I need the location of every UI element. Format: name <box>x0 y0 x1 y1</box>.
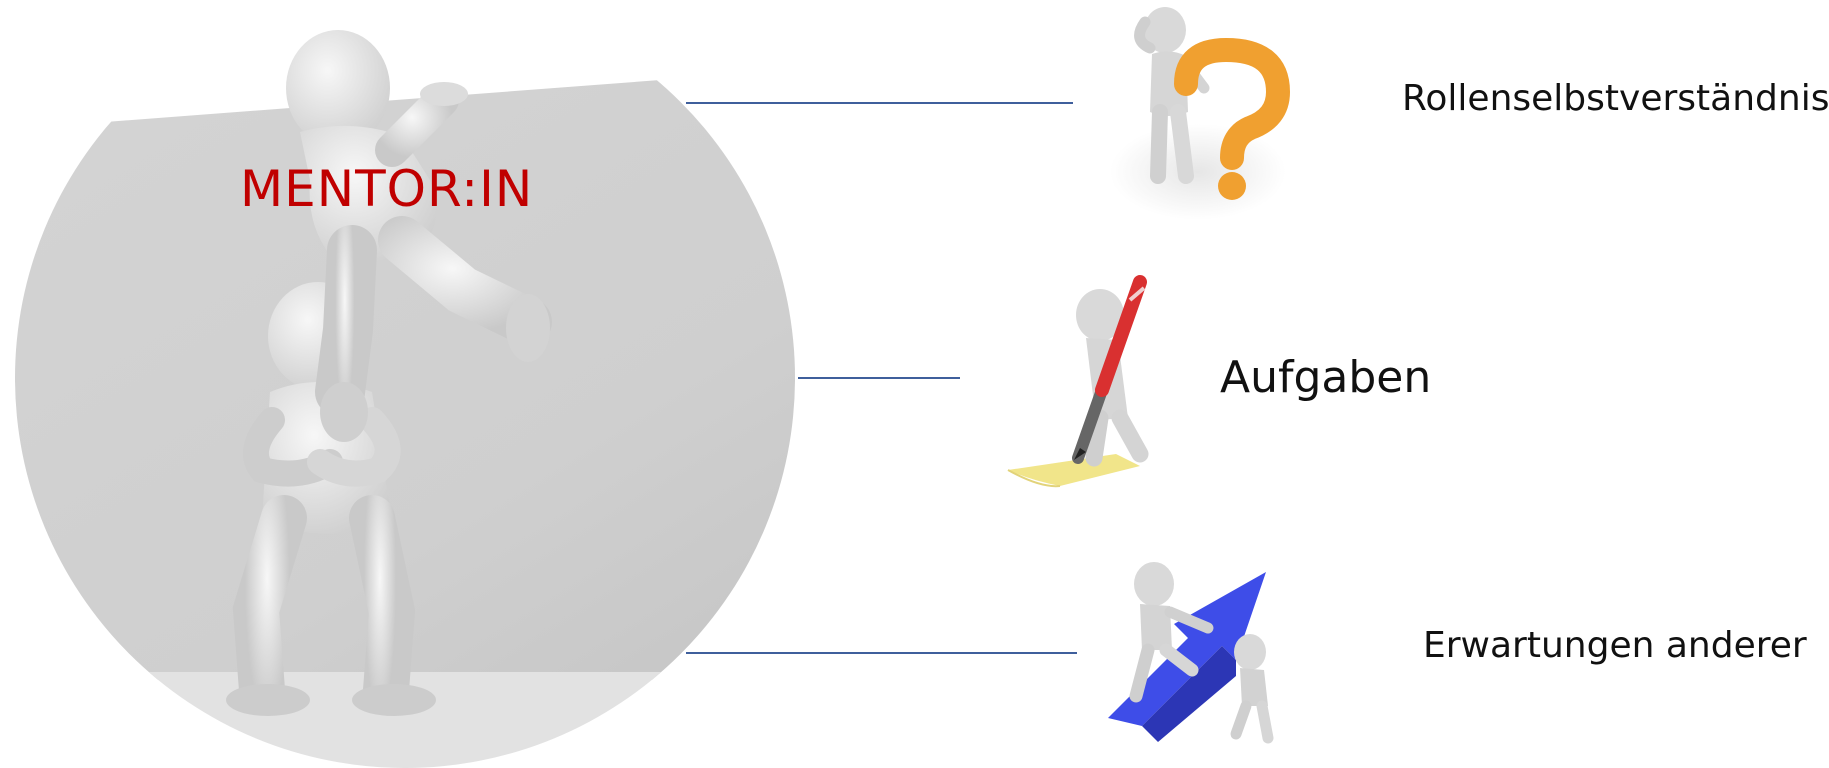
item-label-aufgaben: Aufgaben <box>1220 352 1431 403</box>
figure-writing-with-pen-icon <box>1008 282 1144 486</box>
mentor-label: MENTOR:IN <box>240 160 533 218</box>
figures-pushing-arrow-up-icon <box>1108 562 1268 742</box>
item-label-rollenselbstverstaendnis: Rollenselbstverständnis <box>1402 78 1829 119</box>
thinking-figure-question-mark-icon <box>1110 7 1286 220</box>
item-label-erwartungen-anderer: Erwartungen anderer <box>1423 625 1807 666</box>
mentor-illustration <box>0 30 1000 768</box>
